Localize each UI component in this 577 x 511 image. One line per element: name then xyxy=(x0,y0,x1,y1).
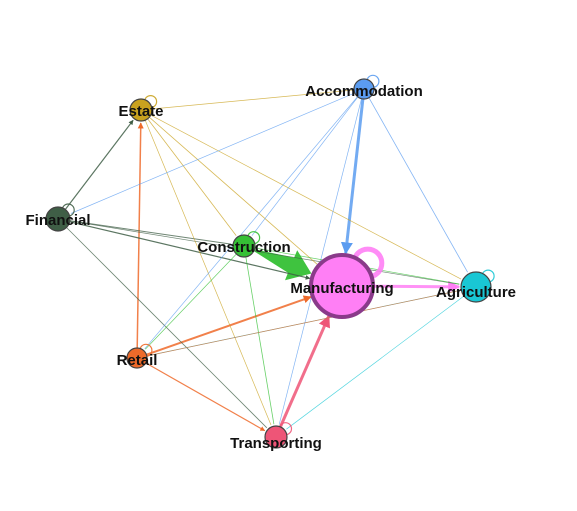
label-accommodation: Accommodation xyxy=(305,83,423,100)
node-accommodation[interactable] xyxy=(353,78,375,100)
edge-estate-to-manufacturing xyxy=(149,116,318,265)
node-retail[interactable] xyxy=(126,347,148,369)
label-financial: Financial xyxy=(25,212,90,229)
edge-financial-to-estate xyxy=(64,119,134,210)
node-financial[interactable] xyxy=(45,206,71,232)
edge-financial-to-manufacturing xyxy=(69,221,311,280)
edge-financial-to-agriculture xyxy=(69,220,460,285)
edge-accommodation-to-manufacturing xyxy=(340,98,365,255)
edge-estate-to-agriculture xyxy=(150,114,462,280)
edge-agriculture-to-transporting xyxy=(286,295,465,430)
edge-estate-to-accommodation xyxy=(151,89,353,110)
edge-construction-to-manufacturing xyxy=(253,249,312,281)
edge-accommodation-to-financial xyxy=(70,92,355,214)
edge-construction-to-retail xyxy=(145,253,237,350)
nodes-layer xyxy=(45,78,492,449)
label-transporting: Transporting xyxy=(230,435,322,452)
edges-layer xyxy=(64,89,468,432)
edge-manufacturing-to-agriculture xyxy=(372,280,461,293)
node-construction[interactable] xyxy=(232,234,256,258)
label-retail: Retail xyxy=(117,352,158,369)
edge-construction-to-transporting xyxy=(245,256,275,425)
edge-retail-to-estate xyxy=(136,122,144,349)
node-agriculture[interactable] xyxy=(460,271,492,303)
edge-accommodation-to-agriculture xyxy=(368,97,468,273)
node-transporting[interactable] xyxy=(264,425,288,449)
edge-transporting-to-manufacturing xyxy=(279,315,331,428)
label-agriculture: Agriculture xyxy=(436,284,516,301)
label-estate: Estate xyxy=(118,103,163,120)
edge-estate-to-transporting xyxy=(144,120,272,426)
edge-retail-to-manufacturing xyxy=(146,295,312,356)
edge-estate-to-construction xyxy=(147,118,237,236)
edge-retail-to-transporting xyxy=(145,362,266,432)
node-manufacturing[interactable] xyxy=(309,253,375,319)
node-estate[interactable] xyxy=(129,98,153,122)
edge-financial-to-transporting xyxy=(66,227,268,429)
labels-layer: Estate AccommodationFinancialConstruction… xyxy=(25,83,516,452)
edge-retail-to-agriculture xyxy=(146,290,460,357)
label-construction: Construction xyxy=(197,239,290,256)
label-manufacturing: Manufacturing xyxy=(290,280,393,297)
edge-financial-to-construction xyxy=(69,220,232,245)
edge-accommodation-to-construction xyxy=(251,96,359,236)
edge-accommodation-to-retail xyxy=(144,96,358,350)
